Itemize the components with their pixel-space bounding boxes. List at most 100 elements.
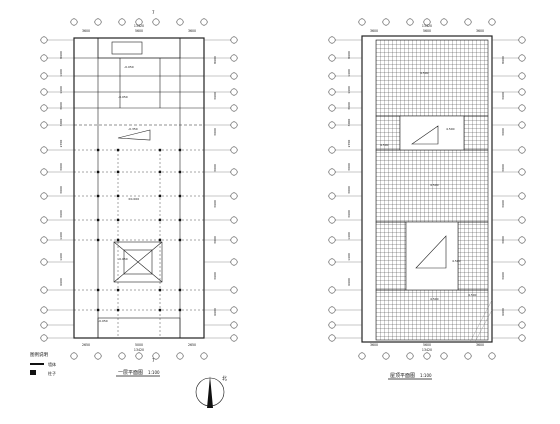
dimension-text: 3000 <box>213 236 217 244</box>
axis-bubble <box>230 321 238 329</box>
right-plan-scale: 1:100 <box>420 373 432 378</box>
axis-bubble <box>518 258 526 266</box>
dimension-text: 3000 <box>501 128 505 136</box>
axis-bubble <box>328 216 336 224</box>
dimension-text: 8600 <box>59 51 63 59</box>
dimension-text: 3600 <box>213 92 217 100</box>
axis-bubble <box>200 18 208 26</box>
column-mark <box>116 194 120 198</box>
axis-bubble <box>518 88 526 96</box>
axis-bubble <box>40 168 48 176</box>
dimension-text: 6600 <box>347 278 351 286</box>
axis-bubble <box>518 192 526 200</box>
dimension-text: 3600 <box>370 343 378 347</box>
section-mark: 7 <box>152 358 155 363</box>
column-mark <box>116 238 120 242</box>
column-mark <box>96 194 100 198</box>
dimension-text: 3000 <box>347 163 351 171</box>
dimension-text: 3000 <box>501 236 505 244</box>
dimension-text: 1400 <box>347 232 351 240</box>
dimension-text: 2650 <box>188 343 196 347</box>
axis-bubble <box>518 216 526 224</box>
dimension-text: 3000 <box>347 186 351 194</box>
right-plan-title: 屋顶平面图 1:100 <box>388 373 432 380</box>
left-plan-title-text: 一层平面图 <box>118 370 143 376</box>
column-mark <box>116 170 120 174</box>
dimension-text: 2650 <box>82 343 90 347</box>
elevation-label: -0.050 <box>124 65 134 69</box>
dimension-text: 2700 <box>59 140 63 148</box>
dimension-text: 3600 <box>501 272 505 280</box>
axis-bubble <box>518 36 526 44</box>
roof-opening <box>405 221 459 291</box>
axis-bubble <box>328 36 336 44</box>
axis-bubble <box>40 321 48 329</box>
dimension-text: 3600 <box>59 210 63 218</box>
dimension-text: 3000 <box>347 119 351 127</box>
dimension-text: 3600 <box>347 102 351 110</box>
axis-bubble <box>464 352 472 360</box>
axis-bubble <box>358 18 366 26</box>
dimension-text: 3600 <box>501 92 505 100</box>
axis-bubble <box>464 18 472 26</box>
axis-bubble <box>518 334 526 342</box>
axis-bubble <box>230 334 238 342</box>
column-mark <box>116 308 120 312</box>
axis-bubble <box>230 236 238 244</box>
axis-bubble <box>40 88 48 96</box>
axis-bubble <box>518 72 526 80</box>
axis-bubble <box>328 121 336 129</box>
column-mark <box>116 288 120 292</box>
dimension-text: 3600 <box>188 29 196 33</box>
axis-bubble <box>518 104 526 112</box>
stair-outline <box>111 41 143 55</box>
column-mark <box>96 170 100 174</box>
axis-bubble <box>328 192 336 200</box>
axis-bubble <box>230 306 238 314</box>
column-mark <box>178 288 182 292</box>
elevation-label: 4.500 <box>430 297 439 301</box>
axis-bubble <box>488 18 496 26</box>
column-mark <box>96 148 100 152</box>
axis-bubble <box>40 216 48 224</box>
axis-bubble <box>152 18 160 26</box>
axis-bubble <box>230 54 238 62</box>
elevation-label: 4.500 <box>380 143 389 147</box>
column-mark <box>158 238 162 242</box>
axis-bubble <box>230 168 238 176</box>
dimension-total: 13420 <box>134 348 144 352</box>
dimension-text: 3600 <box>476 343 484 347</box>
roof-hatch <box>375 149 489 223</box>
axis-bubble <box>328 146 336 154</box>
dimension-text: 8600 <box>213 56 217 64</box>
legend-item: 柱子 <box>48 370 56 376</box>
axis-bubble <box>94 18 102 26</box>
column-mark <box>158 218 162 222</box>
axis-bubble <box>40 72 48 80</box>
elevation-label: 4.500 <box>452 259 461 263</box>
dimension-text: 8600 <box>347 51 351 59</box>
axis-bubble <box>328 321 336 329</box>
axis-bubble <box>200 352 208 360</box>
axis-bubble <box>518 236 526 244</box>
dimension-text: 1400 <box>347 86 351 94</box>
dimension-text: 1400 <box>59 253 63 261</box>
axis-bubble <box>518 54 526 62</box>
dimension-text: 5600 <box>423 29 431 33</box>
column-mark <box>96 218 100 222</box>
axis-bubble <box>230 36 238 44</box>
dimension-text: 3600 <box>213 200 217 208</box>
dimension-text: 3000 <box>59 163 63 171</box>
dimension-text: 3600 <box>501 200 505 208</box>
courtyard-outline <box>113 241 163 283</box>
column-mark <box>178 238 182 242</box>
axis-bubble <box>382 352 390 360</box>
column-mark <box>158 308 162 312</box>
axis-bubble <box>406 18 414 26</box>
dimension-text: 3600 <box>347 210 351 218</box>
axis-bubble <box>488 352 496 360</box>
column-mark <box>178 218 182 222</box>
axis-bubble <box>518 168 526 176</box>
axis-bubble <box>423 352 431 360</box>
